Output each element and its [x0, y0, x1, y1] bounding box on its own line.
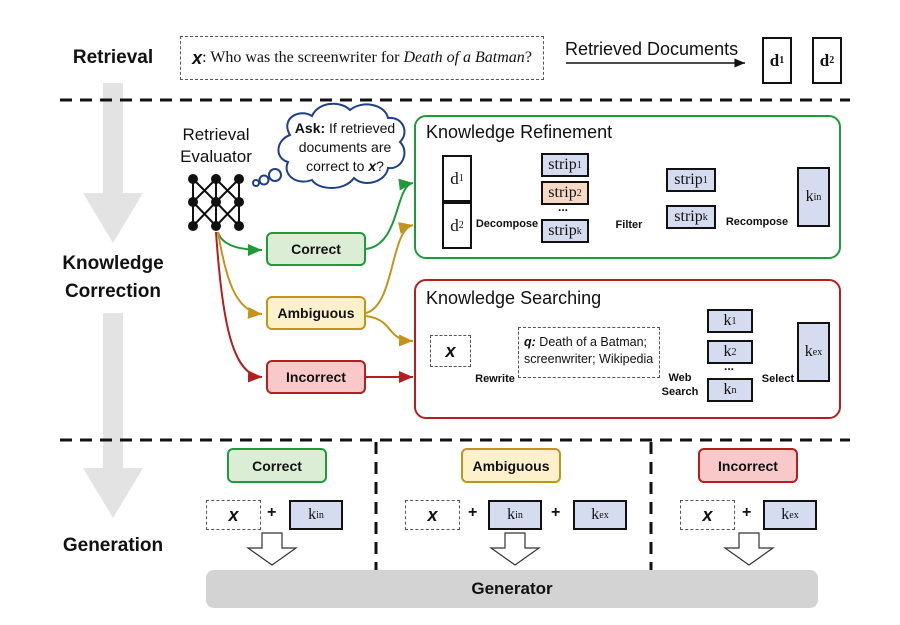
- action-tag-ambiguous: Ambiguous: [266, 296, 366, 330]
- query-suffix: ?: [524, 49, 532, 66]
- stage-label-knowledge-correction: Knowledge Correction: [50, 250, 176, 306]
- strip-ellipsis: ...: [558, 200, 569, 214]
- filter-label: Filter: [615, 219, 643, 231]
- query-prefix: : Who was the screenwriter for: [202, 49, 404, 66]
- decompose-label: Decompose: [475, 218, 539, 230]
- gen-ambiguous-plus-2: +: [551, 504, 561, 521]
- down-arrow-incorrect: [723, 532, 775, 566]
- generator-bar: Generator: [206, 570, 818, 608]
- ambiguous-to-refinement: [365, 222, 414, 314]
- stage-label-retrieval: Retrieval: [72, 47, 154, 68]
- knowledge-refinement-panel: [414, 115, 841, 259]
- stage-label-generation: Generation: [62, 535, 164, 556]
- evaluator-title-line1: Retrieval: [182, 125, 250, 144]
- thought-cloud: [252, 102, 406, 189]
- gen-correct-x: x: [206, 500, 261, 530]
- rewritten-query-text: q: Death of a Batman; screenwriter; Wiki…: [524, 334, 662, 368]
- thought-suffix: ?: [376, 158, 384, 174]
- recompose-label: Recompose: [725, 216, 789, 228]
- stage-arrow-1: [83, 83, 143, 243]
- action-tag-correct: Correct: [266, 232, 366, 266]
- search-input-x: x: [430, 335, 471, 367]
- query-q-variable: q:: [524, 335, 536, 349]
- knowledge-searching-title: Knowledge Searching: [426, 288, 602, 308]
- thought-ask: Ask:: [294, 120, 326, 136]
- gen-incorrect-plus: +: [742, 504, 752, 521]
- connector-to-ambiguous: [217, 231, 263, 319]
- query-line2: screenwriter; Wikipedia: [524, 352, 654, 366]
- knowledge-refinement-title: Knowledge Refinement: [426, 122, 613, 142]
- connector-to-correct: [217, 231, 263, 256]
- correct-to-refinement: [365, 178, 414, 250]
- gen-correct-plus: +: [267, 504, 277, 521]
- thought-line3: correct to: [306, 158, 369, 174]
- web-search-label: Web Search: [661, 372, 699, 398]
- generation-tag-correct: Correct: [227, 448, 327, 483]
- rewrite-label: Rewrite: [475, 373, 515, 385]
- down-arrow-ambiguous: [489, 532, 541, 566]
- result-ellipsis: ...: [724, 359, 735, 373]
- down-arrow-correct: [246, 532, 298, 566]
- select-label: Select: [761, 373, 795, 385]
- gen-ambiguous-plus-1: +: [468, 504, 478, 521]
- gen-incorrect-x: x: [680, 500, 735, 530]
- ambiguous-to-searching: [365, 315, 414, 347]
- retrieval-evaluator-title: Retrieval Evaluator: [170, 124, 262, 168]
- thought-cloud-text: Ask: If retrieved documents are correct …: [285, 119, 405, 176]
- connector-to-incorrect: [215, 231, 263, 383]
- generation-tag-ambiguous: Ambiguous: [461, 448, 561, 483]
- query-title: Death of a Batman: [403, 49, 525, 66]
- stage-label-line2: Correction: [64, 281, 162, 302]
- thought-line1: If retrieved: [325, 120, 396, 136]
- evaluator-title-line2: Evaluator: [180, 147, 252, 166]
- generation-tag-incorrect: Incorrect: [698, 448, 798, 483]
- thought-line2: documents are: [298, 139, 392, 155]
- stage-arrow-2: [83, 313, 143, 518]
- action-tag-incorrect: Incorrect: [266, 360, 366, 394]
- query-line1: Death of a Batman;: [535, 335, 647, 349]
- neural-network-icon: [188, 174, 244, 231]
- retrieved-documents-label: Retrieved Documents: [565, 39, 739, 59]
- input-query-box: x : Who was the screenwriter for Death o…: [180, 36, 544, 80]
- thought-variable: x: [368, 158, 377, 174]
- query-variable: x: [192, 47, 203, 68]
- gen-ambiguous-x: x: [405, 500, 460, 530]
- rewritten-query-box: [518, 327, 660, 378]
- stage-label-line1: Knowledge: [62, 253, 164, 274]
